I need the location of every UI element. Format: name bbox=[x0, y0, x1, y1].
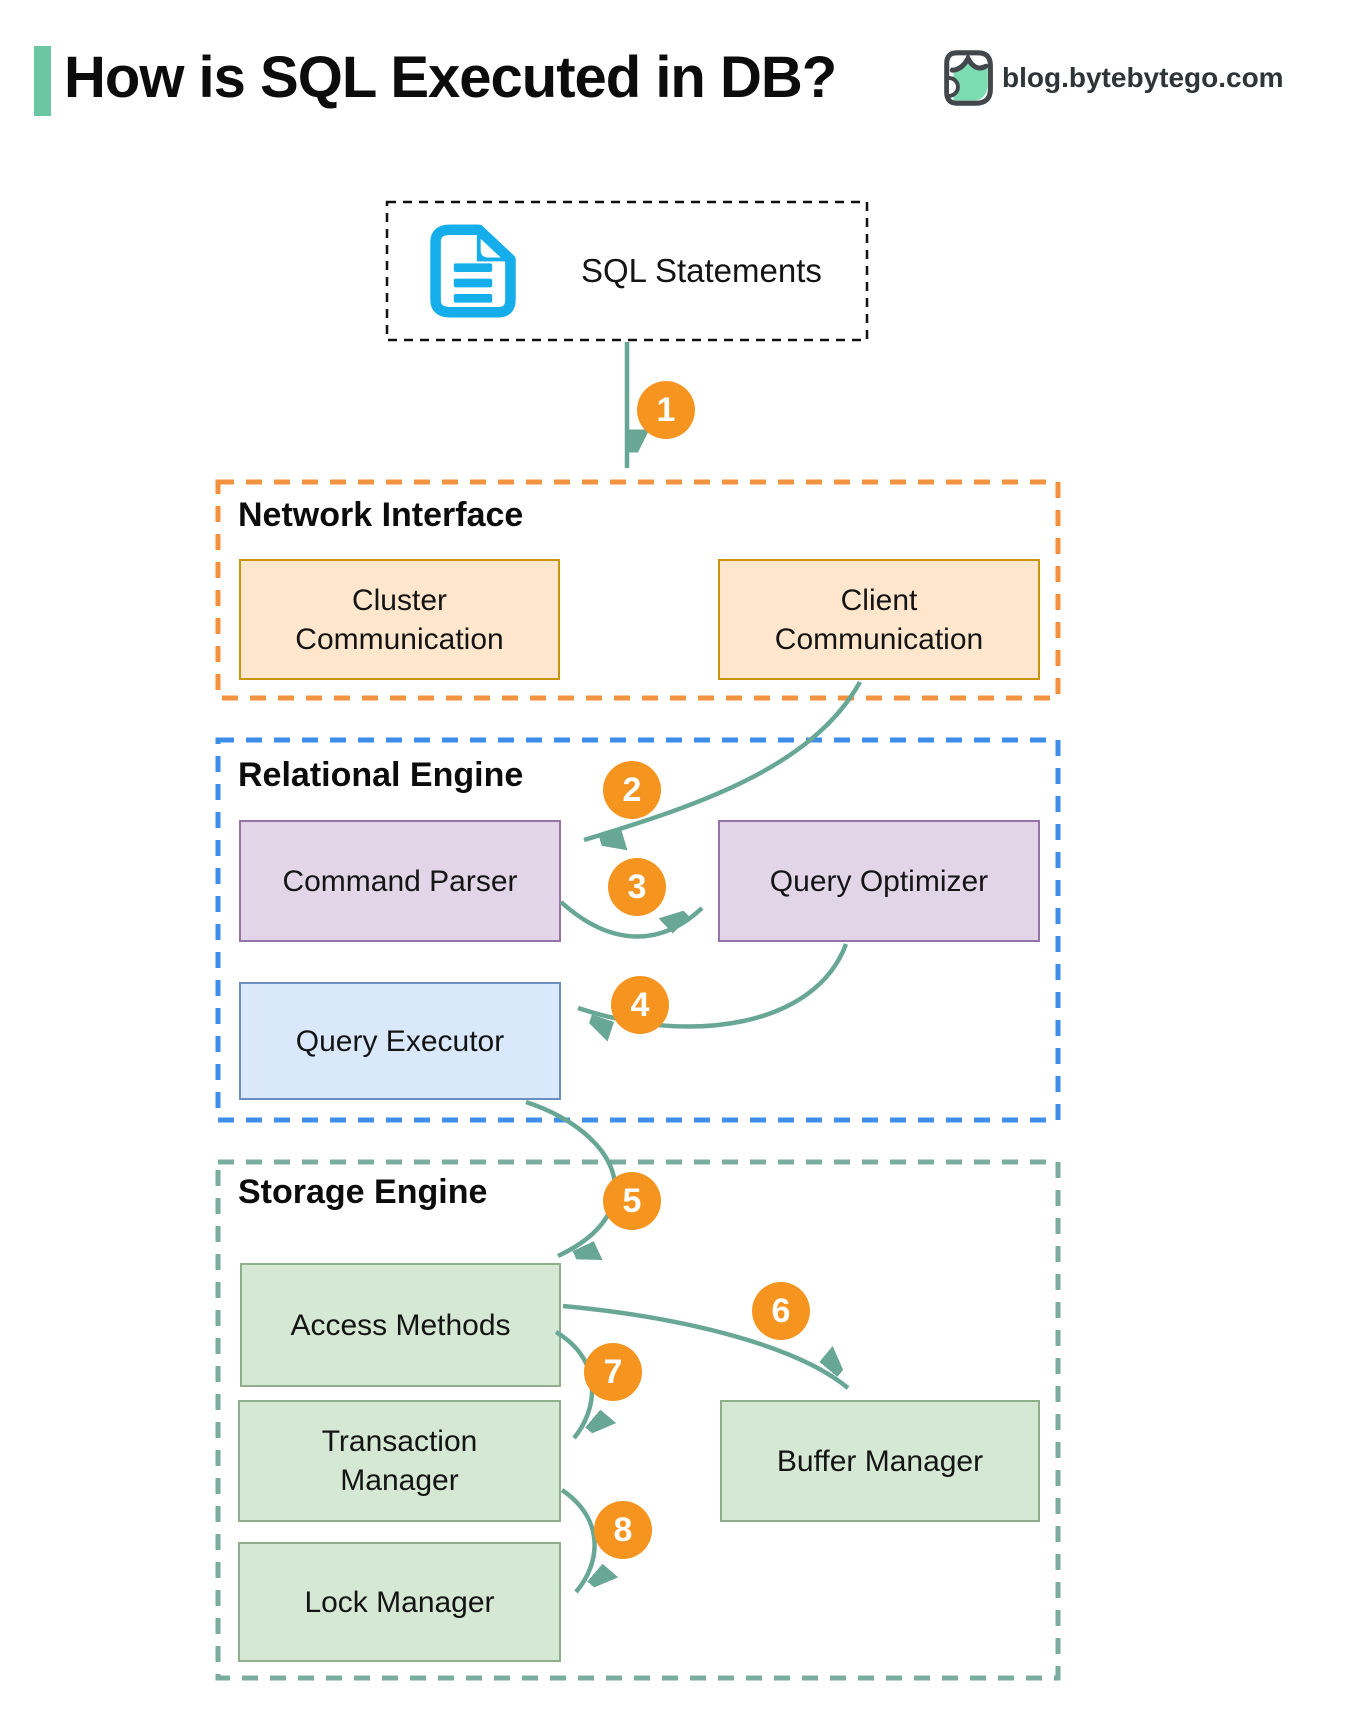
box-label: Client Communication bbox=[774, 583, 984, 656]
box-transaction-manager: Transaction Manager bbox=[238, 1400, 561, 1522]
box-label: Command Parser bbox=[282, 864, 518, 898]
box-access-methods: Access Methods bbox=[240, 1263, 561, 1387]
brand: blog.bytebytego.com bbox=[940, 48, 1284, 108]
box-cluster-communication: Cluster Communication bbox=[239, 559, 560, 680]
section-title-network-interface: Network Interface bbox=[238, 496, 524, 534]
box-label: Access Methods bbox=[290, 1308, 511, 1342]
title-accent-bar bbox=[34, 46, 51, 116]
box-label: Query Executor bbox=[295, 1024, 505, 1058]
step-circle-4: 4 bbox=[611, 976, 669, 1034]
section-title-storage-engine: Storage Engine bbox=[238, 1173, 488, 1211]
step-circle-6: 6 bbox=[752, 1282, 810, 1340]
bytebytego-logo-icon bbox=[944, 50, 993, 106]
step-circle-5: 5 bbox=[603, 1172, 661, 1230]
box-label: Query Optimizer bbox=[769, 864, 989, 898]
box-label: Cluster Communication bbox=[295, 583, 504, 656]
step-circle-3: 3 bbox=[608, 858, 666, 916]
arrow-step-5 bbox=[525, 1099, 618, 1256]
box-query-optimizer: Query Optimizer bbox=[718, 820, 1040, 942]
brand-text: blog.bytebytego.com bbox=[1002, 62, 1284, 93]
sql-statements-box: SQL Statements bbox=[387, 202, 867, 340]
section-title-relational-engine: Relational Engine bbox=[238, 756, 524, 794]
box-command-parser: Command Parser bbox=[239, 820, 561, 942]
step-circle-7: 7 bbox=[584, 1343, 642, 1401]
box-label: Buffer Manager bbox=[776, 1444, 984, 1478]
header: How is SQL Executed in DB? blog.bytebyte… bbox=[0, 0, 1358, 130]
box-lock-manager: Lock Manager bbox=[238, 1542, 561, 1662]
step-circle-2: 2 bbox=[603, 761, 661, 819]
box-query-executor: Query Executor bbox=[239, 982, 561, 1100]
page-title: How is SQL Executed in DB? bbox=[64, 45, 837, 110]
step-circle-1: 1 bbox=[637, 381, 695, 439]
box-buffer-manager: Buffer Manager bbox=[720, 1400, 1040, 1522]
box-label: Transaction Manager bbox=[321, 1425, 478, 1497]
box-label: Lock Manager bbox=[304, 1585, 495, 1619]
sql-statements-label: SQL Statements bbox=[581, 251, 822, 289]
box-client-communication: Client Communication bbox=[718, 559, 1040, 680]
arrow-step-8 bbox=[560, 1488, 595, 1592]
sql-document-icon bbox=[430, 224, 516, 318]
step-circle-8: 8 bbox=[594, 1501, 652, 1559]
